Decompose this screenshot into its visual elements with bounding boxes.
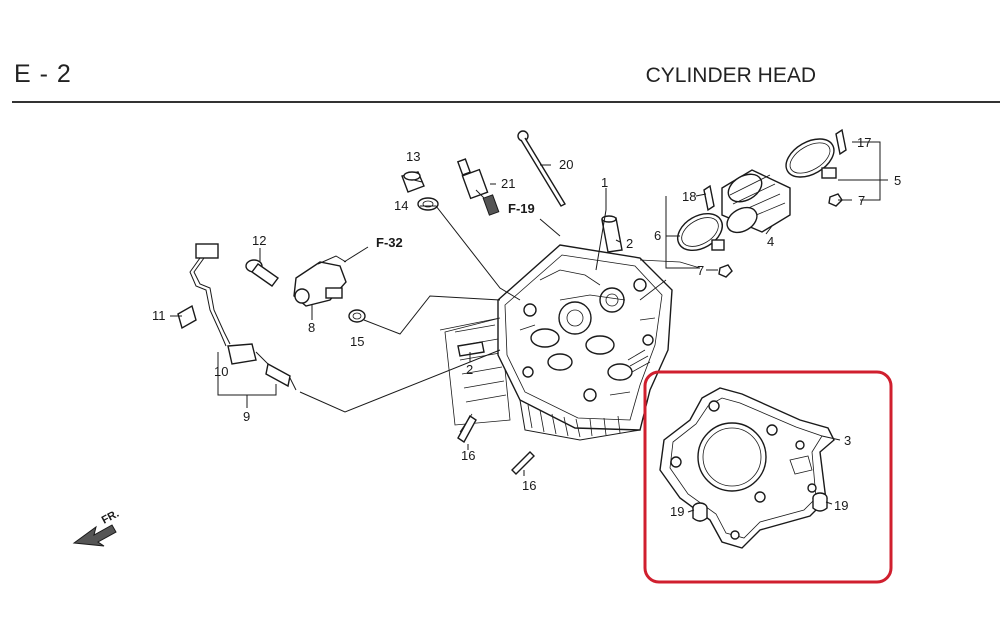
callout-6: 6	[654, 228, 661, 243]
callout-18: 18	[682, 189, 696, 204]
callout-10: 10	[214, 364, 228, 379]
callout-20: 20	[559, 157, 573, 172]
page-title: CYLINDER HEAD	[645, 64, 816, 87]
band-clamp-part-upper[interactable]	[779, 131, 840, 185]
callout-14: 14	[394, 198, 408, 213]
front-label: FR.	[100, 508, 121, 527]
cylinder-head-part[interactable]	[444, 244, 673, 441]
callout-8: 8	[308, 320, 315, 335]
washer-part-15[interactable]	[348, 309, 366, 323]
band-clamp-part-lower[interactable]	[671, 206, 729, 258]
page-code: E - 2	[14, 60, 72, 88]
callout-21: 21	[501, 176, 515, 191]
callout-2-top: 2	[626, 236, 633, 251]
dowel-pin-part-left[interactable]	[692, 502, 708, 522]
cylinder-head-gasket-part[interactable]	[659, 387, 835, 549]
spark-plug-part[interactable]	[456, 158, 500, 216]
guide-pin-part-left[interactable]	[457, 341, 485, 357]
clamp-part-11[interactable]	[177, 304, 197, 330]
clamp-nut-part-lower[interactable]	[718, 264, 733, 278]
callout-11: 11	[152, 308, 166, 323]
callout-15: 15	[350, 334, 364, 349]
callout-16-left: 16	[461, 448, 475, 463]
callout-1: 1	[601, 175, 608, 190]
clamp-screw-part-lower[interactable]	[703, 184, 715, 212]
header-divider	[12, 101, 1000, 103]
callout-9: 9	[243, 409, 250, 424]
callout-17: 17	[857, 135, 871, 150]
bolt-part-12[interactable]	[245, 259, 279, 287]
front-direction-arrow-icon	[72, 524, 117, 547]
callout-labels: 1 2 2 3 4 5 6 7 7 8 9 10 11 12 13 14 15 …	[152, 135, 901, 519]
callout-7-lower: 7	[697, 263, 704, 278]
reference-f19: F-19	[508, 201, 535, 216]
sensor-harness-part[interactable]	[189, 243, 297, 391]
leader-lines	[170, 141, 888, 513]
stud-part-16-upper[interactable]	[457, 413, 477, 444]
callout-19-right: 19	[834, 498, 848, 513]
callout-7-upper: 7	[858, 193, 865, 208]
insulator-part[interactable]	[721, 169, 791, 238]
callout-19-left: 19	[670, 504, 684, 519]
callout-3: 3	[844, 433, 851, 448]
washer-part-14[interactable]	[417, 197, 439, 211]
callout-5: 5	[894, 173, 901, 188]
joint-part-8[interactable]	[293, 255, 347, 307]
callout-16-right: 16	[522, 478, 536, 493]
stud-bolt-part[interactable]	[517, 130, 566, 207]
clamp-screw-part-upper[interactable]	[835, 128, 847, 156]
callout-2-left: 2	[466, 362, 473, 377]
callout-4: 4	[767, 234, 774, 249]
stud-part-16-lower[interactable]	[511, 451, 535, 475]
callout-12: 12	[252, 233, 266, 248]
dowel-pin-part-right[interactable]	[812, 492, 828, 512]
clamp-nut-part-upper[interactable]	[828, 193, 843, 207]
highlight-box	[643, 370, 893, 584]
cap-nut-part[interactable]	[401, 171, 425, 193]
guide-pin-part-top[interactable]	[601, 215, 623, 253]
callout-13: 13	[406, 149, 420, 164]
reference-f32: F-32	[376, 235, 403, 250]
